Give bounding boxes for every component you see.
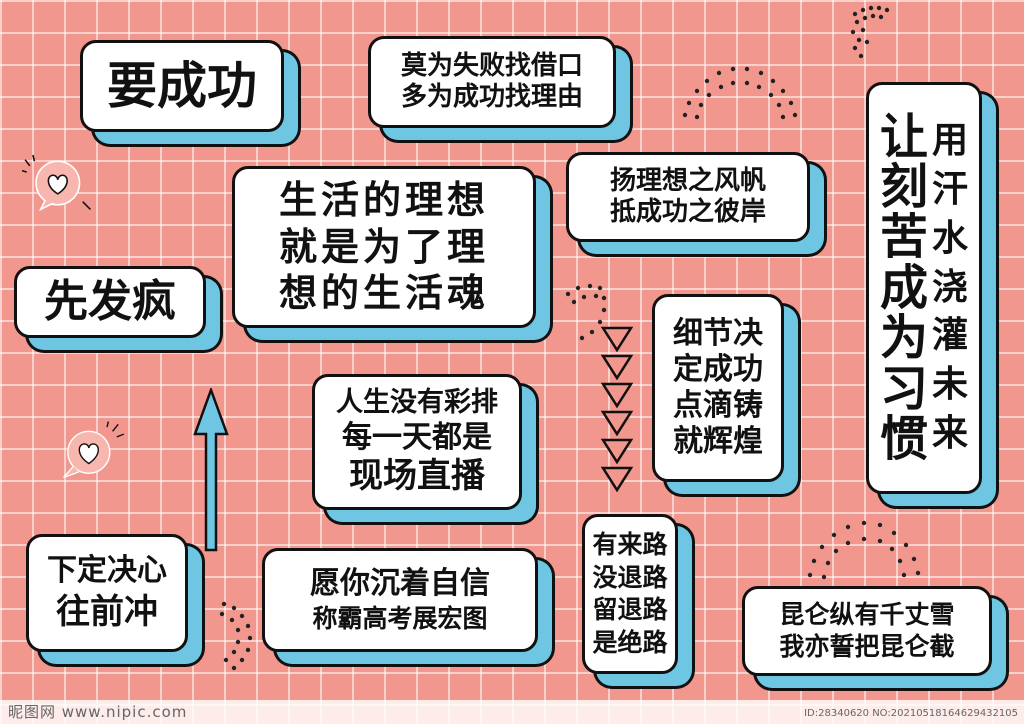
down-triangle-icon (600, 326, 634, 493)
card-line: 人生没有彩排 (336, 387, 498, 419)
card-line: 称霸高考展宏图 (312, 604, 488, 634)
card-line: 定成功 (673, 352, 763, 387)
card-line: 扬理想之风帆 (609, 166, 766, 197)
card-line: 现场直播 (349, 455, 485, 496)
card-line: 抵成功之彼岸 (609, 197, 766, 227)
card-line: 留退路 (592, 595, 668, 624)
card-rensheng: 人生没有彩排 每一天都是 现场直播 (312, 374, 522, 510)
card-shenghuo: 生活的理想 就是为了理 想的生活魂 (232, 166, 536, 328)
card-line: 往前冲 (56, 592, 158, 633)
card-line: 昆仑纵有千丈雪 (779, 599, 955, 629)
card-line: 有来路 (592, 530, 668, 559)
card-yang-lixiang: 扬理想之风帆 抵成功之彼岸 (566, 152, 810, 242)
card-line: 细节决 (673, 316, 763, 351)
column-ke-ku: 让 刻 苦 成 为 习 惯 (879, 108, 928, 467)
dotted-arc-icon (565, 283, 607, 341)
card-line: 想的生活魂 (278, 271, 489, 316)
watermark-bar (0, 700, 1024, 724)
card-char: 惯 (879, 410, 928, 467)
watermark-right: ID:28340620 NO:20210518164629432105 (804, 708, 1018, 719)
card-line: 是绝路 (592, 627, 668, 657)
card-char: 汗 (932, 168, 969, 210)
card-line: 愿你沉着自信 (310, 566, 490, 602)
card-char: 苦 (879, 209, 928, 266)
dotted-arc-icon (219, 601, 253, 671)
card-yao-chenggong: 要成功 (80, 40, 284, 132)
card-char: 灌 (932, 315, 969, 357)
card-line: 要成功 (107, 56, 257, 115)
dotted-arc-icon (807, 520, 921, 580)
card-line: 先发疯 (44, 276, 176, 328)
card-char: 用 (932, 119, 969, 161)
card-char: 水 (932, 217, 969, 259)
up-arrow-icon (193, 388, 229, 552)
column-han-shui: 用 汗 水 浇 灌 未 来 (932, 117, 968, 460)
card-char: 让 (879, 108, 928, 165)
dotted-arc-icon (850, 5, 890, 59)
card-char: 来 (932, 413, 969, 455)
card-xian-fafeng: 先发疯 (14, 266, 206, 338)
card-line: 点滴铸 (673, 388, 763, 423)
card-line: 我亦誓把昆仑截 (779, 632, 955, 661)
card-line: 就是为了理 (278, 224, 489, 269)
card-mo-wei: 莫为失败找借口 多为成功找理由 (368, 36, 616, 128)
card-line: 生活的理想 (278, 178, 489, 223)
heart-bubble-icon (22, 154, 91, 212)
card-line: 多为成功找理由 (400, 82, 583, 112)
card-line: 每一天都是 (342, 419, 492, 455)
card-char: 浇 (932, 266, 969, 308)
card-xijie: 细节决 定成功 点滴铸 就辉煌 (652, 294, 784, 482)
dotted-arc-icon (682, 66, 798, 120)
card-line: 就辉煌 (673, 424, 763, 459)
card-char: 为 (879, 310, 928, 367)
card-char: 习 (879, 360, 928, 417)
heart-bubble-icon (63, 421, 125, 479)
card-keku-hanshui: 让 刻 苦 成 为 习 惯 用 汗 水 浇 灌 未 来 (866, 82, 982, 494)
card-xiading: 下定决心 往前冲 (26, 534, 188, 652)
card-line: 下定决心 (47, 553, 167, 589)
card-line: 莫为失败找借口 (400, 51, 583, 82)
watermark-left: 昵图网 www.nipic.com (8, 703, 188, 721)
card-kunlun: 昆仑纵有千丈雪 我亦誓把昆仑截 (742, 586, 992, 676)
card-line: 没退路 (592, 562, 668, 592)
card-char: 成 (879, 259, 928, 316)
card-you-lailu: 有来路 没退路 留退路 是绝路 (582, 514, 678, 674)
card-char: 未 (932, 364, 969, 406)
card-yuan-ni: 愿你沉着自信 称霸高考展宏图 (262, 548, 538, 652)
card-char: 刻 (879, 159, 928, 216)
